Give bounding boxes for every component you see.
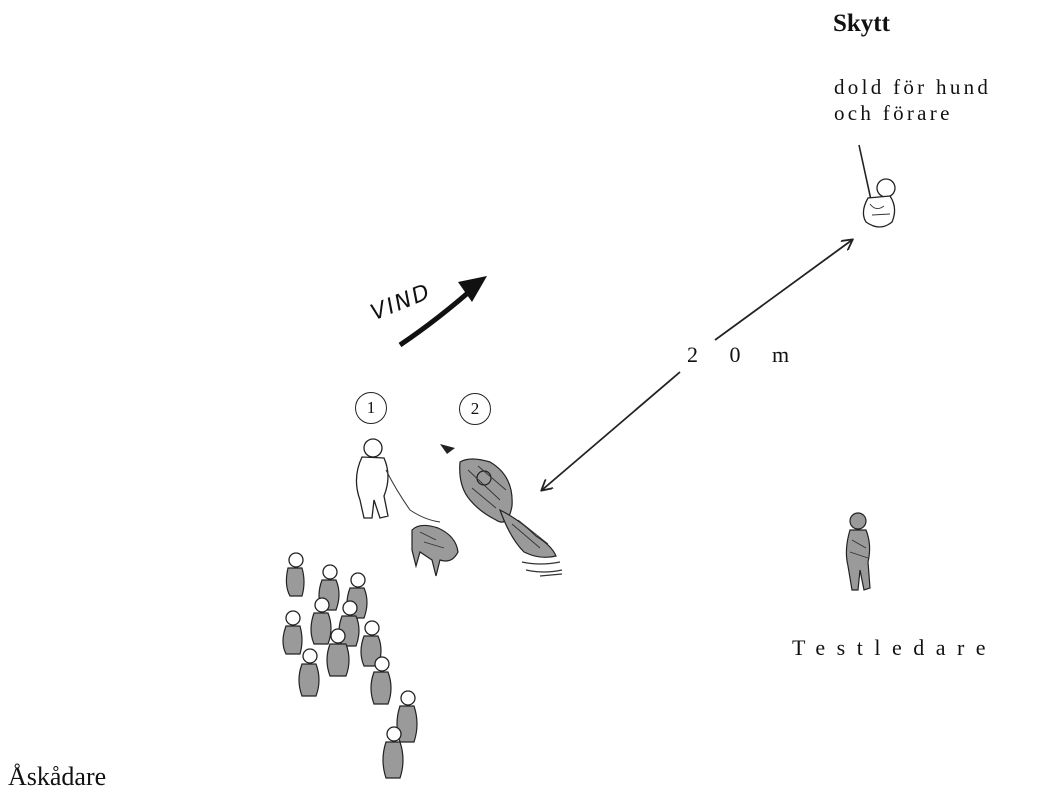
spectator-group [282,552,418,779]
position-2-marker: 2 [459,393,491,425]
handler-with-dummy [440,444,563,577]
handler-with-dog [355,438,459,577]
distance-label: 2 0 m [687,342,803,367]
test-leader-label: Testledare [792,635,998,660]
shooter-description: dold för hund och förare [834,74,991,126]
position-1-marker: 1 [355,392,387,424]
shooter-description-line-2: och förare [834,101,953,125]
spectators-label: Åskådare [8,762,107,791]
distance-arrow [542,240,852,490]
shooter-description-line-1: dold för hund [834,75,992,99]
test-leader-figure [845,512,871,591]
shooter-title: Skytt [833,10,890,37]
wind-arrow [398,276,487,348]
shooter-figure [858,144,896,228]
